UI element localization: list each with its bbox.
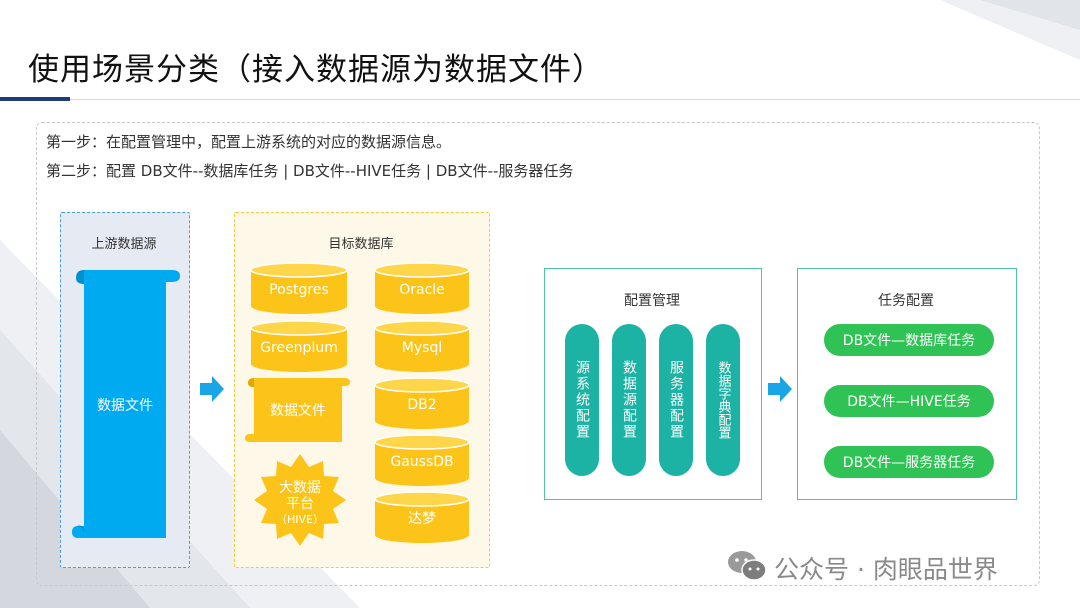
upstream-file-label: 数据文件 (97, 398, 153, 414)
arrow-right-icon (200, 376, 224, 402)
pill-source-system-config: 源系统配置 (565, 324, 599, 476)
title-accent-bar (0, 97, 70, 101)
config-management-title: 配置管理 (624, 293, 680, 309)
pill-datasource-config: 数据源配置 (612, 324, 646, 476)
cylinder-db2 (374, 377, 470, 429)
data-file-scroll-small (245, 378, 350, 442)
wechat-icon (728, 551, 767, 581)
task-db-file-to-hive: DB文件—HIVE任务 (824, 385, 994, 417)
cylinder-postgres (250, 262, 348, 314)
content-frame (36, 122, 1040, 586)
target-db-title: 目标数据库 (328, 237, 394, 252)
arrow-right-icon (768, 376, 792, 402)
step-one-text: 第一步：在配置管理中，配置上游系统的对应的数据源信息。 (46, 133, 452, 151)
task-db-file-to-server: DB文件—服务器任务 (824, 446, 994, 478)
gaussdb-label: GaussDB (390, 454, 454, 470)
dameng-label: 达梦 (408, 511, 436, 527)
task-db-file-to-database: DB文件—数据库任务 (824, 324, 994, 356)
step-two-text: 第二步：配置 DB文件--数据库任务 | DB文件--HIVE任务 | DB文件… (46, 162, 574, 180)
big-data-badge-icon (254, 454, 346, 546)
target-file-label: 数据文件 (270, 403, 326, 419)
oracle-label: Oracle (399, 282, 445, 298)
title-divider (70, 99, 1080, 100)
badge-line-1: 大数据 (279, 480, 321, 496)
pill-dictionary-config: 数据字典配置 (706, 324, 740, 476)
badge-line-2: 平台 (286, 496, 314, 512)
postgres-label: Postgres (269, 282, 329, 298)
cylinder-dameng (374, 491, 470, 543)
cylinder-gaussdb (374, 434, 470, 486)
page-title: 使用场景分类（接入数据源为数据文件） (28, 52, 604, 88)
cylinder-greenplum (250, 320, 348, 372)
data-file-scroll-shape (72, 270, 180, 538)
badge-line-3: （HIVE） (276, 513, 324, 526)
cylinder-oracle (374, 262, 470, 314)
upstream-title: 上游数据源 (91, 237, 157, 252)
db2-label: DB2 (407, 397, 437, 413)
cylinder-mysql (374, 320, 470, 372)
greenplum-label: Greenplum (260, 340, 338, 356)
pill-server-config: 服务器配置 (659, 324, 693, 476)
watermark-text: 公众号 · 肉眼品世界 (774, 555, 998, 584)
mysql-label: Mysql (401, 340, 443, 356)
task-config-title: 任务配置 (878, 293, 934, 309)
